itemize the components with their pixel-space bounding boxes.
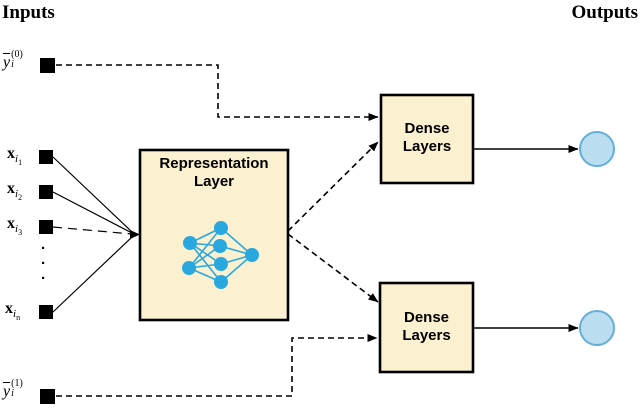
- input-squares: [39, 58, 55, 404]
- input-label-ybar0: y(0)i: [3, 49, 23, 73]
- path-ybar0-to-dense-top: [56, 64, 379, 121]
- dashed-connections: [56, 64, 379, 397]
- input-square-ybar1: [40, 389, 55, 404]
- line-xn-to-representation: [52, 236, 133, 313]
- ybar0-sub: i: [11, 59, 14, 71]
- input-connection-lines: [52, 156, 140, 313]
- input-label-xn: xin: [5, 300, 21, 322]
- dense-layers-top-label: Dense Layers: [402, 120, 452, 155]
- dense-layers-top-box: [379, 93, 475, 185]
- output-arrows: [473, 145, 579, 332]
- ybar0-sup: (0): [11, 49, 23, 61]
- line-x1-to-representation: [52, 156, 133, 233]
- input-square-x3: [39, 220, 53, 234]
- input-label-x2: xi2: [7, 180, 23, 202]
- input-ellipsis: · · ·: [41, 240, 46, 287]
- input-label-ybar1: y(1)i: [3, 378, 23, 402]
- inputs-heading: Inputs: [2, 2, 55, 23]
- path-representation-to-dense-bottom: [287, 233, 379, 303]
- representation-layer-label: Representation Layer: [159, 155, 269, 190]
- ybar1-sub: i: [11, 388, 14, 400]
- input-square-x2: [39, 185, 53, 199]
- ybar1-sup: (1): [11, 378, 23, 390]
- dense-layers-bottom-label: Dense Layers: [402, 309, 451, 344]
- converge-arrowhead: [130, 230, 140, 239]
- output-node-bottom: [579, 310, 615, 346]
- path-representation-to-dense-top: [287, 141, 379, 232]
- neural-network-icon: [182, 221, 259, 289]
- output-node-top: [579, 131, 615, 167]
- ybar1-base: y: [3, 383, 11, 400]
- representation-layer-box: [138, 148, 290, 322]
- input-square-ybar0: [40, 58, 55, 73]
- ybar0-base: y: [3, 54, 11, 71]
- path-ybar1-to-dense-bottom: [56, 334, 378, 397]
- input-label-x1: xi1: [7, 145, 23, 167]
- line-x2-to-representation: [52, 191, 133, 234]
- nn-nodes: [182, 221, 259, 289]
- line-x3-to-representation: [52, 226, 133, 235]
- input-label-x3: xi3: [7, 215, 23, 237]
- dense-layers-bottom-box: [378, 281, 475, 374]
- outputs-heading: Outputs: [571, 2, 638, 23]
- input-square-x1: [39, 150, 53, 164]
- input-square-xn: [39, 305, 53, 319]
